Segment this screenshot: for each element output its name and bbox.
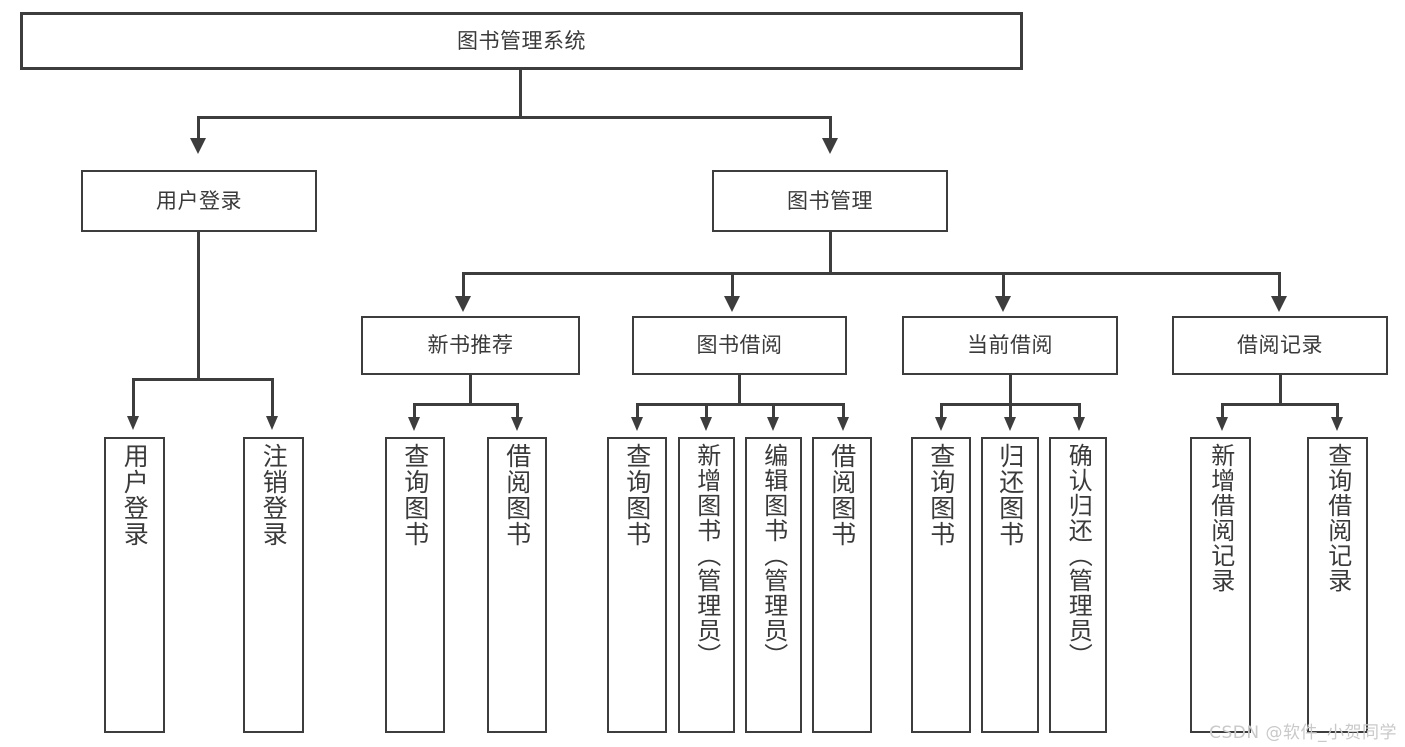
node-label: 新书推荐	[427, 333, 514, 358]
connector-book-mgmt-drop-3	[1002, 272, 1005, 298]
arrow-to-leaf-borrow-book-1	[511, 417, 523, 431]
node-label: 查询图书	[400, 443, 430, 547]
watermark-text: CSDN @软件_小贺同学	[1209, 723, 1397, 743]
node-label: 新增图书（管理员）	[692, 443, 721, 668]
arrow-to-new-book-rec	[455, 296, 471, 312]
node-label: 新增借阅记录	[1206, 443, 1235, 593]
arrow-to-leaf-edit-book	[767, 417, 779, 431]
node-label: 图书管理	[787, 188, 873, 213]
connector-cb-drop-3	[1078, 403, 1081, 419]
node-label: 图书管理系统	[457, 28, 586, 53]
connector-nbr-drop-1	[413, 403, 416, 419]
node-leaf-add-book-admin[interactable]: 新增图书（管理员）	[678, 437, 735, 733]
arrow-to-leaf-query-book-1	[408, 417, 420, 431]
connector-user-login-drop-1	[132, 378, 135, 418]
node-label: 查询借阅记录	[1323, 443, 1352, 593]
connector-user-login-bus	[133, 378, 272, 381]
connector-br-drop-2	[1336, 403, 1339, 419]
connector-book-mgmt-drop-1	[462, 272, 465, 298]
connector-bb-drop-4	[842, 403, 845, 419]
connector-root-bus	[198, 116, 832, 119]
connector-cb-drop-2	[1009, 403, 1012, 419]
arrow-to-leaf-logout	[266, 416, 278, 430]
connector-new-book-rec-stem	[469, 375, 472, 403]
node-label: 查询图书	[622, 443, 652, 547]
connector-bb-drop-2	[705, 403, 708, 419]
connector-book-mgmt-drop-4	[1278, 272, 1281, 298]
node-label: 当前借阅	[967, 333, 1053, 358]
node-label: 确认归还（管理员）	[1064, 443, 1093, 668]
arrow-to-leaf-add-book	[700, 417, 712, 431]
node-leaf-confirm-return-admin[interactable]: 确认归还（管理员）	[1049, 437, 1107, 733]
node-leaf-borrow-book-1[interactable]: 借阅图书	[487, 437, 547, 733]
node-label: 借阅记录	[1237, 333, 1323, 358]
connector-book-borrow-stem	[738, 375, 741, 403]
node-label: 借阅图书	[827, 443, 857, 547]
node-leaf-borrow-book-2[interactable]: 借阅图书	[812, 437, 872, 733]
connector-borrow-record-bus	[1222, 403, 1338, 406]
node-leaf-return-book[interactable]: 归还图书	[981, 437, 1039, 733]
connector-user-login-stem	[197, 232, 200, 378]
connector-book-mgmt-stem	[829, 232, 832, 272]
node-new-book-recommend[interactable]: 新书推荐	[361, 316, 580, 375]
arrow-to-leaf-borrow-book-2	[837, 417, 849, 431]
connector-new-book-rec-bus	[414, 403, 518, 406]
node-root-system[interactable]: 图书管理系统	[20, 12, 1023, 70]
connector-nbr-drop-2	[516, 403, 519, 419]
node-label: 归还图书	[995, 443, 1025, 547]
connector-current-borrow-stem	[1009, 375, 1012, 403]
node-borrow-record[interactable]: 借阅记录	[1172, 316, 1388, 375]
node-leaf-query-book-3[interactable]: 查询图书	[911, 437, 971, 733]
connector-root-to-user-login	[197, 116, 200, 140]
connector-cb-drop-1	[940, 403, 943, 419]
connector-book-borrow-bus	[637, 403, 845, 406]
node-book-management[interactable]: 图书管理	[712, 170, 948, 232]
arrow-to-leaf-query-book-2	[631, 417, 643, 431]
connector-book-mgmt-drop-2	[731, 272, 734, 298]
arrow-to-book-borrow	[724, 296, 740, 312]
node-label: 用户登录	[156, 188, 242, 213]
connector-bb-drop-3	[772, 403, 775, 419]
arrow-to-leaf-user-login	[127, 416, 139, 430]
node-leaf-logout[interactable]: 注销登录	[243, 437, 304, 733]
node-label: 用户登录	[120, 443, 150, 547]
node-label: 图书借阅	[696, 333, 783, 358]
arrow-root-to-user-login	[190, 138, 206, 154]
connector-br-drop-1	[1221, 403, 1224, 419]
arrow-to-current-borrow	[995, 296, 1011, 312]
arrow-to-leaf-query-book-3	[935, 417, 947, 431]
node-leaf-query-borrow-record[interactable]: 查询借阅记录	[1307, 437, 1368, 733]
connector-borrow-record-stem	[1279, 375, 1282, 403]
node-user-login[interactable]: 用户登录	[81, 170, 317, 232]
connector-user-login-drop-2	[271, 378, 274, 418]
connector-root-stem	[519, 70, 522, 116]
node-label: 查询图书	[926, 443, 956, 547]
arrow-to-leaf-query-borrow-record	[1331, 417, 1343, 431]
node-label: 注销登录	[259, 443, 289, 547]
arrow-to-leaf-confirm-return	[1073, 417, 1085, 431]
node-leaf-query-book-2[interactable]: 查询图书	[607, 437, 667, 733]
arrow-to-leaf-add-borrow-record	[1216, 417, 1228, 431]
connector-book-mgmt-bus	[463, 272, 1281, 275]
connector-root-to-book-mgmt	[829, 116, 832, 140]
node-leaf-edit-book-admin[interactable]: 编辑图书（管理员）	[745, 437, 802, 733]
node-leaf-user-login[interactable]: 用户登录	[104, 437, 165, 733]
node-current-borrow[interactable]: 当前借阅	[902, 316, 1118, 375]
arrow-to-leaf-return-book	[1004, 417, 1016, 431]
connector-bb-drop-1	[636, 403, 639, 419]
node-leaf-add-borrow-record[interactable]: 新增借阅记录	[1190, 437, 1251, 733]
node-book-borrow[interactable]: 图书借阅	[632, 316, 847, 375]
node-label: 编辑图书（管理员）	[759, 443, 788, 668]
arrow-to-borrow-record	[1271, 296, 1287, 312]
node-leaf-query-book-1[interactable]: 查询图书	[385, 437, 445, 733]
arrow-root-to-book-mgmt	[822, 138, 838, 154]
node-label: 借阅图书	[502, 443, 532, 547]
